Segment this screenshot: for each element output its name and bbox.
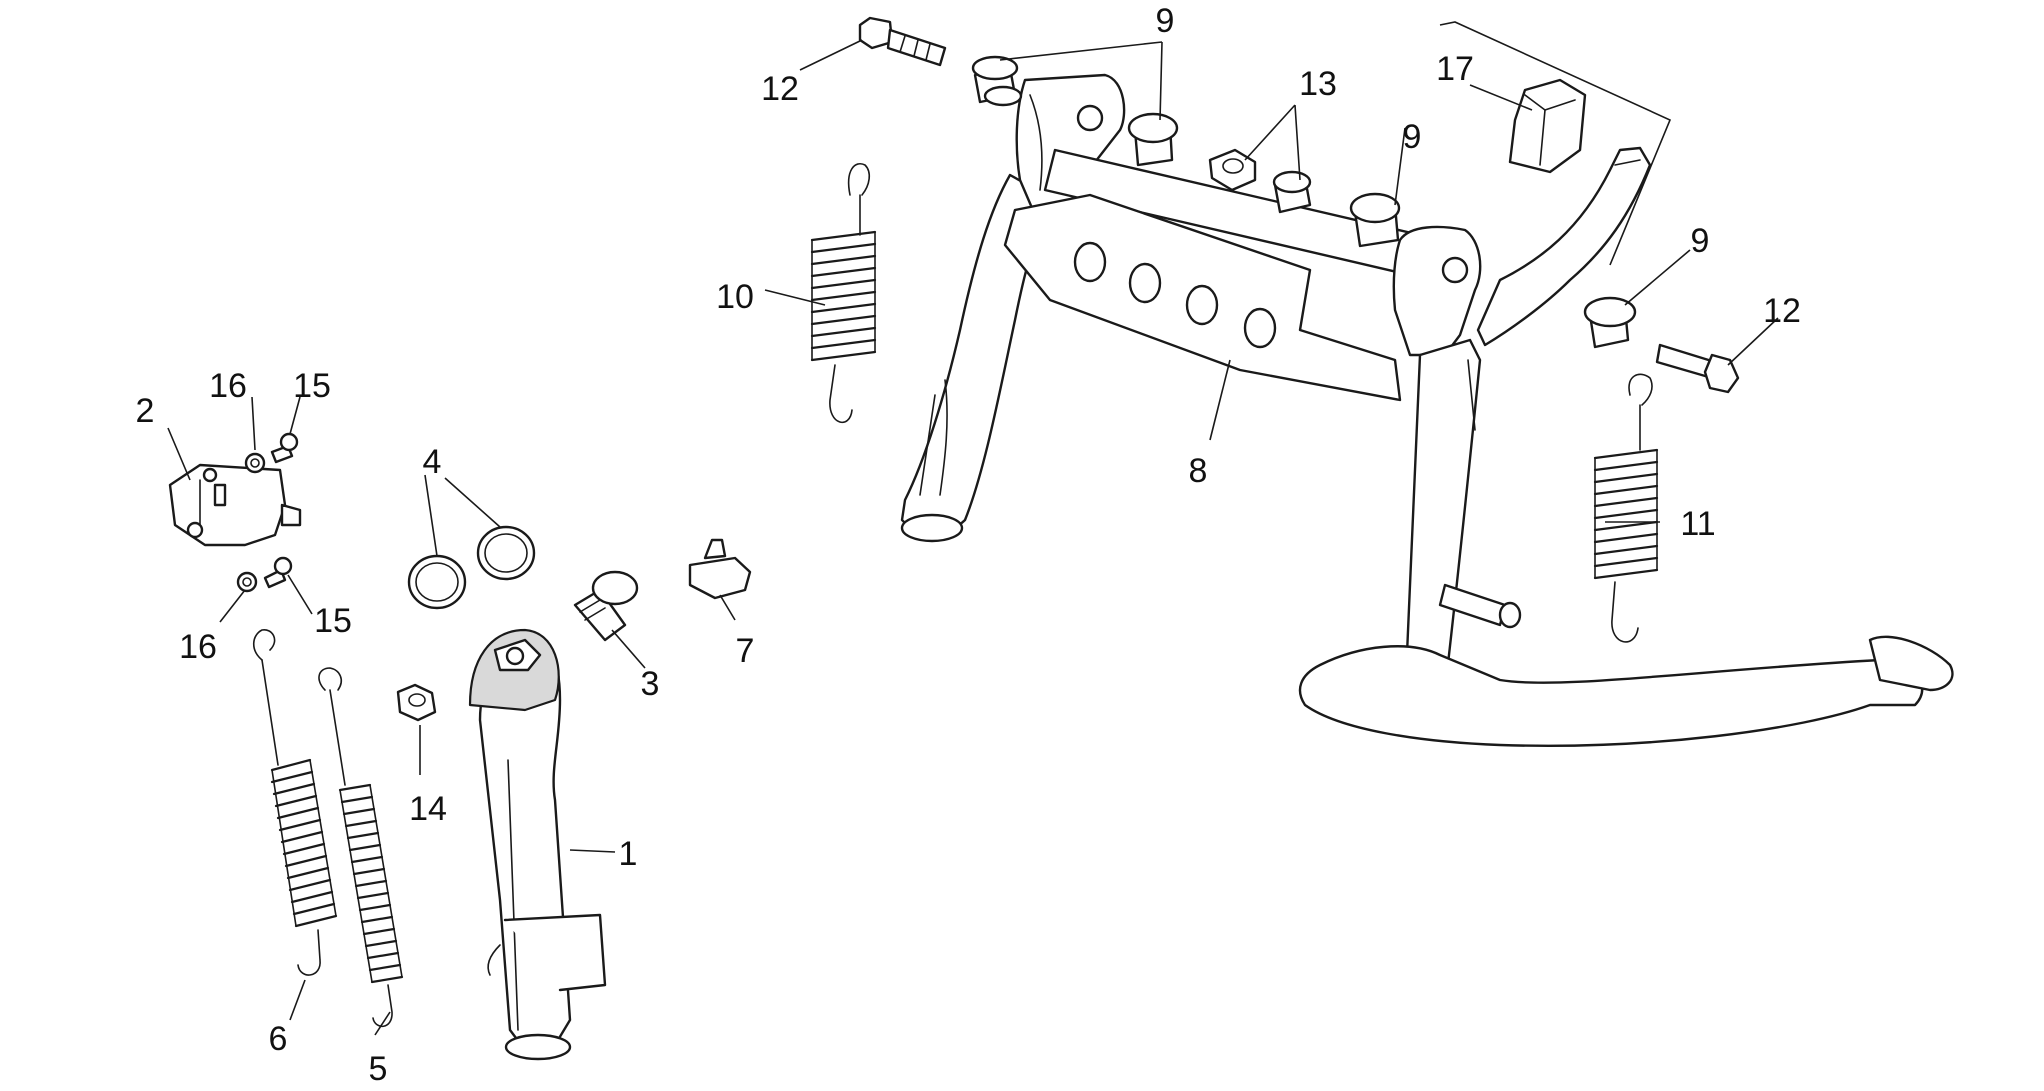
spring-outer — [252, 629, 338, 976]
callout-8: 8 — [1189, 452, 1208, 490]
callout-13: 13 — [1299, 65, 1337, 103]
spring-right — [1593, 373, 1659, 643]
leader-lines — [167, 21, 1779, 1036]
callout-5: 5 — [369, 1050, 388, 1088]
callout-16a: 16 — [209, 367, 247, 405]
screw — [263, 432, 299, 589]
nut-small — [1208, 148, 1312, 214]
rubber-stop — [688, 538, 752, 600]
side-stand-switch — [168, 463, 302, 547]
spring-left — [810, 163, 877, 424]
callout-9a: 9 — [1156, 2, 1175, 40]
side-stand — [468, 628, 607, 1061]
callout-17: 17 — [1436, 50, 1474, 88]
callout-1: 1 — [619, 835, 638, 873]
callout-9c: 9 — [1691, 222, 1710, 260]
callout-11: 11 — [1680, 505, 1715, 543]
centre-stand — [900, 73, 1954, 747]
callout-6: 6 — [269, 1020, 288, 1058]
pivot-pin — [573, 570, 639, 642]
callout-10: 10 — [716, 278, 754, 316]
callout-3: 3 — [641, 665, 660, 703]
callout-9b: 9 — [1403, 118, 1422, 156]
o-ring — [407, 525, 536, 610]
nut — [396, 683, 437, 722]
callout-12a: 12 — [761, 70, 799, 108]
callout-12b: 12 — [1763, 292, 1801, 330]
bushing — [971, 55, 1637, 349]
callout-14: 14 — [409, 790, 447, 828]
callout-16b: 16 — [179, 628, 217, 666]
washer — [236, 452, 266, 593]
stop-bracket — [1508, 78, 1587, 174]
callout-7: 7 — [736, 632, 755, 670]
callout-4: 4 — [423, 443, 442, 481]
spring-inner — [318, 667, 404, 1028]
callout-labels: 1 2 3 4 5 6 7 8 9 9 9 10 11 12 12 13 14 … — [136, 2, 1801, 1088]
callout-15b: 15 — [314, 602, 352, 640]
callout-15a: 15 — [293, 367, 331, 405]
bolt — [858, 16, 1740, 394]
callout-2: 2 — [136, 392, 155, 430]
